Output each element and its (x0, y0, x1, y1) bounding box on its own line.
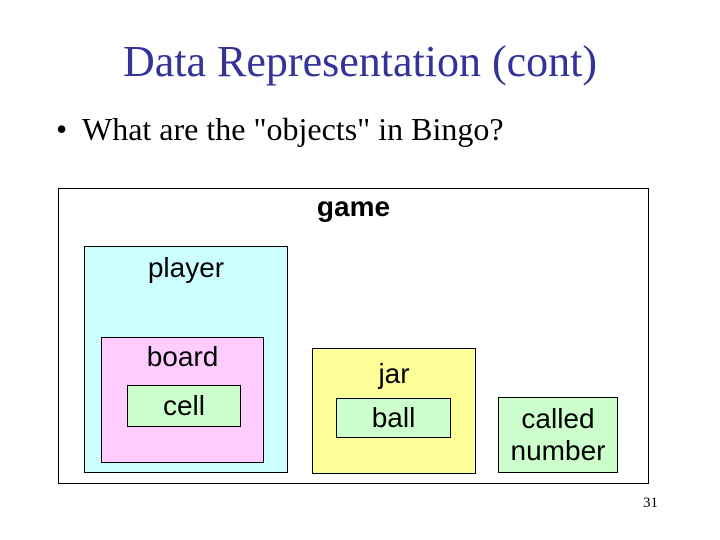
cell-box: cell (127, 385, 241, 427)
called-number-box: called number (498, 397, 618, 473)
player-label: player (147, 252, 225, 283)
ball-box: ball (336, 398, 451, 438)
bullet-line: • What are the "objects" in Bingo? (56, 113, 676, 145)
called-number-label: called number (510, 403, 606, 466)
jar-label: jar (378, 358, 410, 389)
bullet-marker: • (56, 111, 68, 147)
game-label: game (316, 191, 391, 222)
game-box: game player board cell jar ball called n… (58, 188, 649, 484)
jar-box: jar ball (312, 348, 476, 474)
ball-label: ball (371, 402, 416, 433)
board-box: board cell (101, 337, 264, 463)
page-number: 31 (643, 495, 658, 511)
cell-label: cell (162, 390, 205, 421)
bullet-text: What are the "objects" in Bingo? (82, 111, 504, 147)
slide-title: Data Representation (cont) (122, 37, 598, 86)
player-box: player board cell (84, 246, 288, 473)
board-label: board (146, 341, 219, 372)
